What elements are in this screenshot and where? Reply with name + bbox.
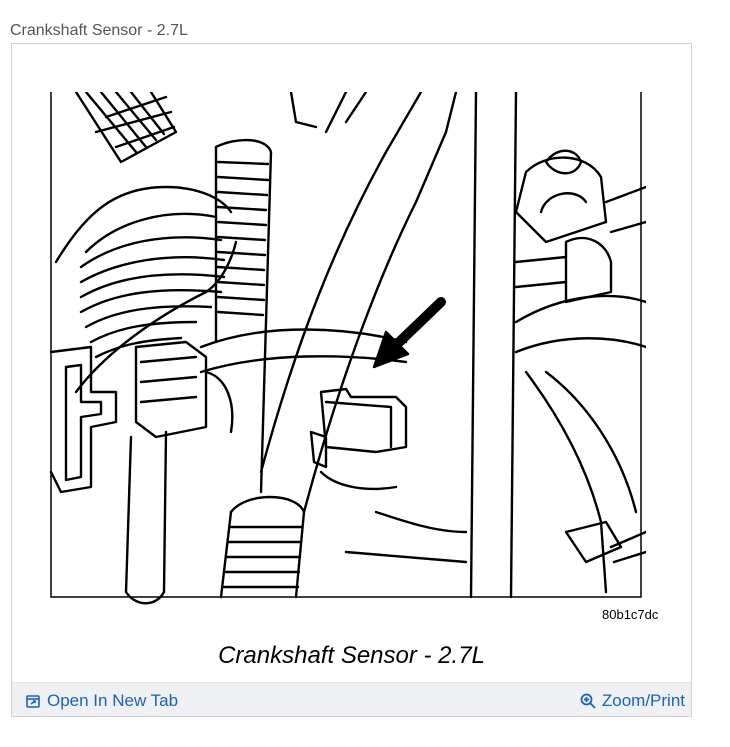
zoom-print-link[interactable]: Zoom/Print (580, 691, 685, 711)
page-title: Crankshaft Sensor - 2.7L (10, 22, 188, 39)
open-in-new-tab-link[interactable]: Open In New Tab (25, 691, 178, 711)
engine-illustration (49, 92, 646, 605)
open-in-new-tab-label: Open In New Tab (47, 691, 179, 710)
figure-caption: Crankshaft Sensor - 2.7L (218, 642, 485, 669)
card-footer: Open In New Tab Zoom/Print (12, 682, 691, 716)
figure-code: 80b1c7dc (602, 607, 659, 622)
open-new-tab-icon (25, 693, 41, 709)
zoom-in-icon (580, 693, 596, 709)
image-card: 80b1c7dc Crankshaft Sensor - 2.7L Open I… (11, 43, 692, 717)
zoom-print-label: Zoom/Print (601, 691, 685, 710)
